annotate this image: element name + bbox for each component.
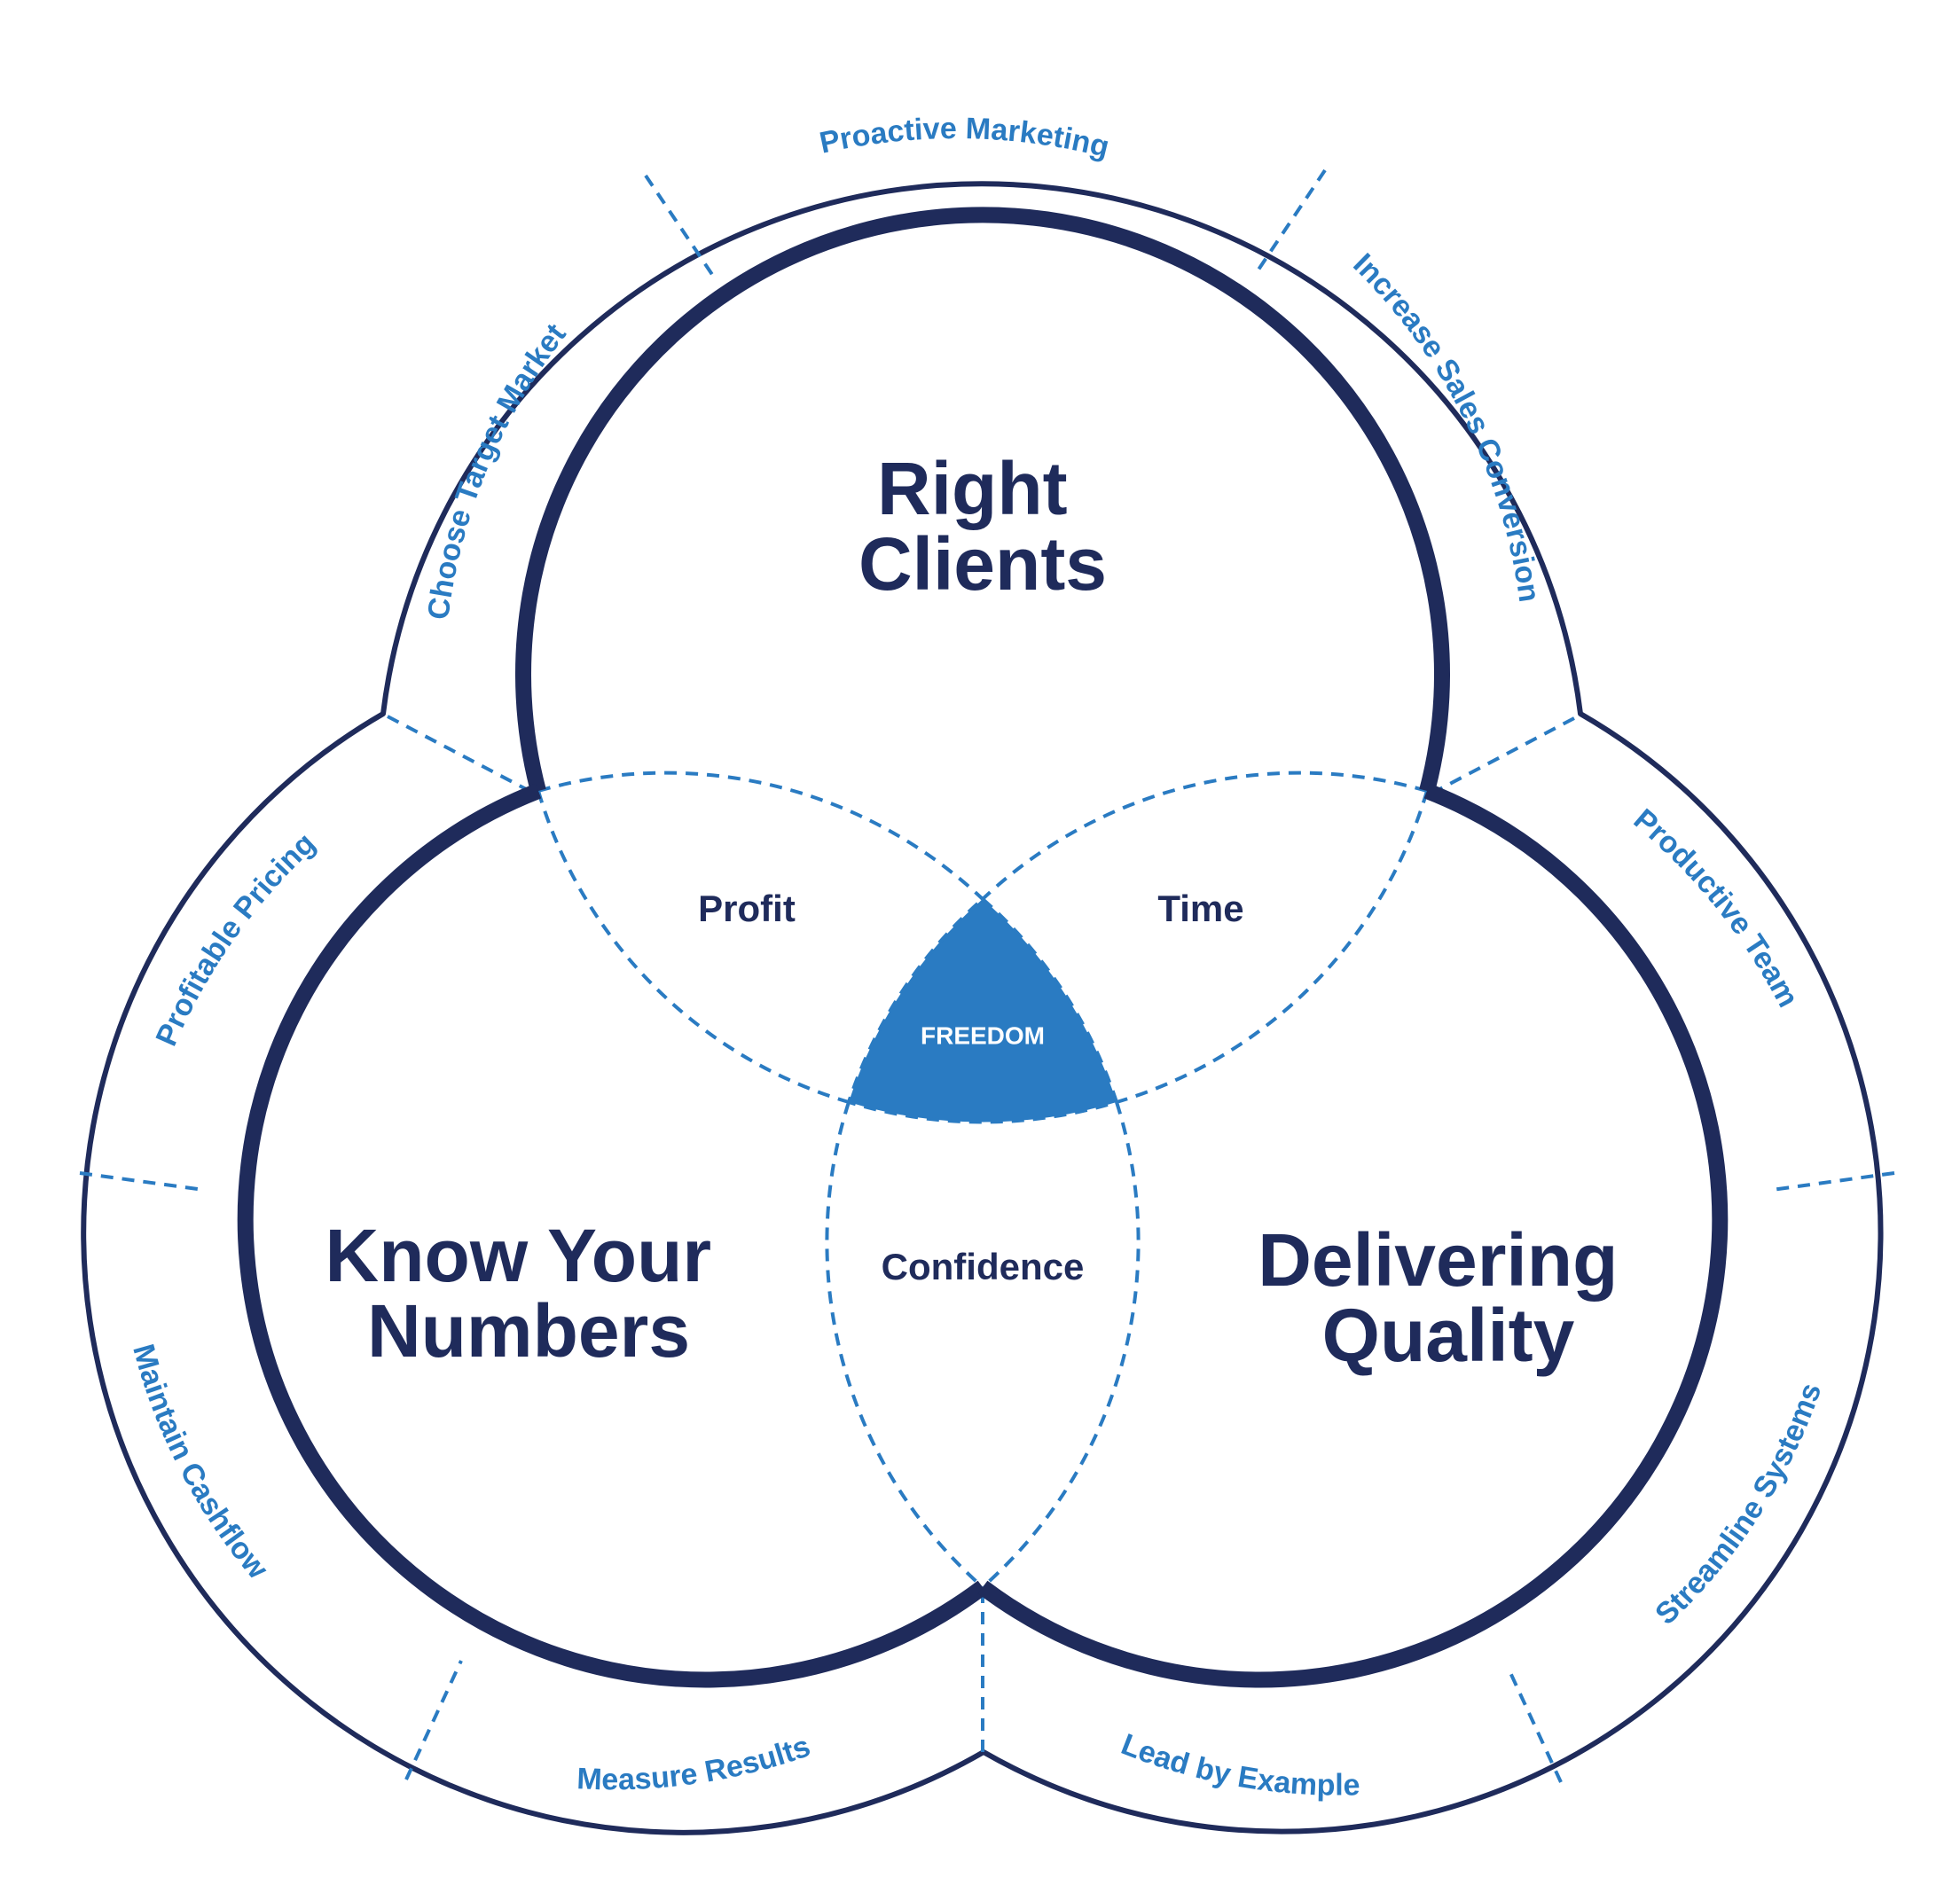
ring-label-proactive-marketing: Proactive Marketing xyxy=(817,112,1113,164)
freedom-region xyxy=(846,896,1119,1124)
top-circle-title: Right Clients xyxy=(858,447,1107,606)
main-circle-arcs xyxy=(237,207,1729,1688)
right-circle-title: Delivering Quality xyxy=(1258,1218,1638,1377)
freedom-label: FREEDOM xyxy=(921,1021,1045,1049)
left-circle-arc xyxy=(237,783,988,1688)
time-label: Time xyxy=(1157,888,1243,929)
left-circle-title: Know Your Numbers xyxy=(325,1214,733,1373)
top-circle-arc xyxy=(515,207,1450,794)
intersection-arcs xyxy=(537,771,1429,1589)
confidence-label: Confidence xyxy=(882,1246,1085,1287)
ring-dividers xyxy=(79,168,1895,1783)
profit-label: Profit xyxy=(698,888,796,929)
right-circle-arc xyxy=(977,783,1729,1688)
